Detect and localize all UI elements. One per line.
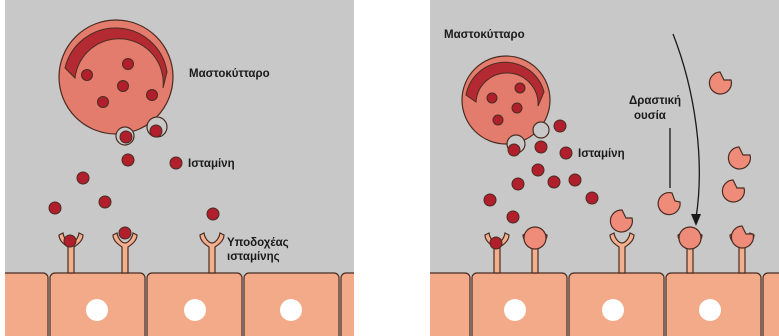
cell-nucleus [504,299,526,321]
tissue-cell [430,273,470,336]
histamine-granule [493,115,503,125]
active-substance-bound [524,227,546,249]
histamine-granule [147,90,158,101]
histamine-bound [490,237,502,249]
histamine [586,192,598,204]
histamine [507,211,519,223]
tissue-cell [763,273,779,336]
right-panel: Μαστοκύτταρο Ισταμίνη Δραστική ουσία [430,0,779,336]
histamine [569,174,581,186]
left-diagram: Μαστοκύτταρο Ισταμίνη Υποδοχέας ισταμίνη… [5,0,354,336]
tissue-layer [5,273,354,336]
histamine [535,141,547,153]
histamine [170,157,182,169]
histamine [548,176,560,188]
cell-nucleus [280,299,302,321]
active-substance-bound [679,227,701,249]
tissue-cell [5,273,48,336]
receptor-label-line2: ισταμίνης [227,251,280,263]
left-panel: Μαστοκύτταρο Ισταμίνη Υποδοχέας ισταμίνη… [5,0,354,336]
histamine-label: Ισταμίνη [578,148,625,160]
cell-nucleus [699,299,721,321]
mast-cell-label: Μαστοκύτταρο [189,68,270,80]
histamine [49,202,61,214]
histamine-label: Ισταμίνη [188,158,235,170]
histamine-granule [515,83,525,93]
histamine-granule [150,125,162,137]
histamine-granule [120,131,132,143]
histamine-granule [98,97,109,108]
cell-nucleus [602,299,624,321]
histamine [207,208,219,220]
tissue-cell [341,273,354,336]
histamine [560,147,572,159]
mast-cell-label: Μαστοκύτταρο [444,29,525,41]
histamine-granule [82,70,93,81]
histamine [99,196,111,208]
receptor-label-line1: Υποδοχέας [227,237,289,249]
right-diagram: Μαστοκύτταρο Ισταμίνη Δραστική ουσία [430,0,779,336]
histamine [122,154,134,166]
histamine [77,172,89,184]
active-substance-label-line2: ουσία [634,110,666,122]
histamine-granule [512,103,522,113]
histamine [554,120,566,132]
histamine [119,227,131,239]
histamine-granule [118,81,129,92]
histamine [512,178,524,190]
cell-nucleus [86,299,108,321]
histamine [532,164,544,176]
histamine-granule [487,93,497,103]
histamine [484,194,496,206]
histamine-granule [123,59,134,70]
active-substance-label-line1: Δραστική [629,95,681,107]
cell-nucleus [184,299,206,321]
histamine [508,144,520,156]
histamine-bound [64,235,76,247]
